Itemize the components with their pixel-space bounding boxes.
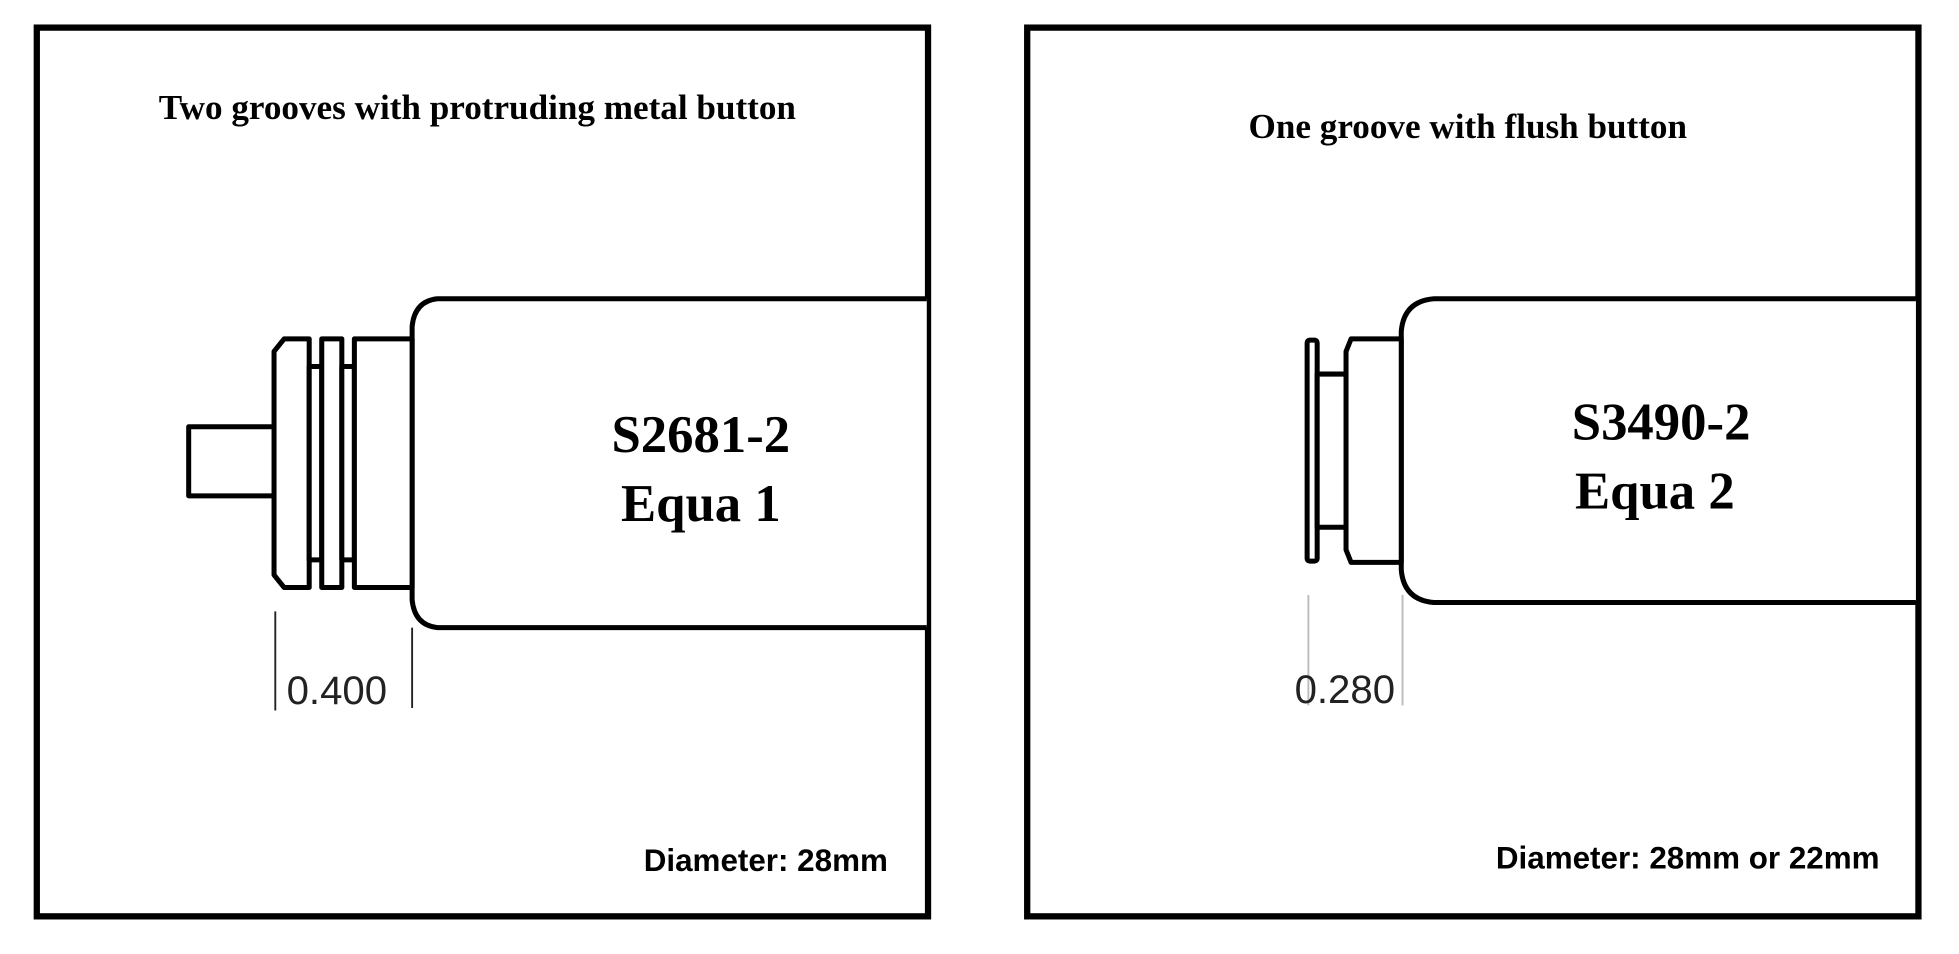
left-diameter: Diameter: 28mm <box>644 843 888 878</box>
right-collar <box>1343 336 1404 565</box>
right-connector-drawing <box>1304 296 1916 606</box>
left-part-number: S2681-2 <box>611 406 790 464</box>
left-model-name: Equa 1 <box>621 475 781 533</box>
right-model-name: Equa 2 <box>1575 462 1735 520</box>
right-part-number: S3490-2 <box>1572 393 1751 451</box>
left-ring-2 <box>319 336 345 590</box>
right-panel-title: One groove with flush button <box>1249 107 1687 146</box>
left-protruding-button <box>186 424 280 499</box>
left-collar <box>351 336 415 590</box>
right-groove <box>1314 371 1350 530</box>
left-panel: Two grooves with protruding metal button… <box>33 24 932 920</box>
left-connector-drawing <box>186 296 927 631</box>
right-panel: One groove with flush button 0.280 S3490… <box>1024 24 1922 920</box>
left-panel-title: Two grooves with protruding metal button <box>159 88 796 127</box>
right-dimension-value: 0.280 <box>1295 667 1396 712</box>
left-dimension-value: 0.400 <box>287 668 387 713</box>
right-diameter: Diameter: 28mm or 22mm <box>1496 841 1880 876</box>
left-ring-1 <box>271 336 312 590</box>
